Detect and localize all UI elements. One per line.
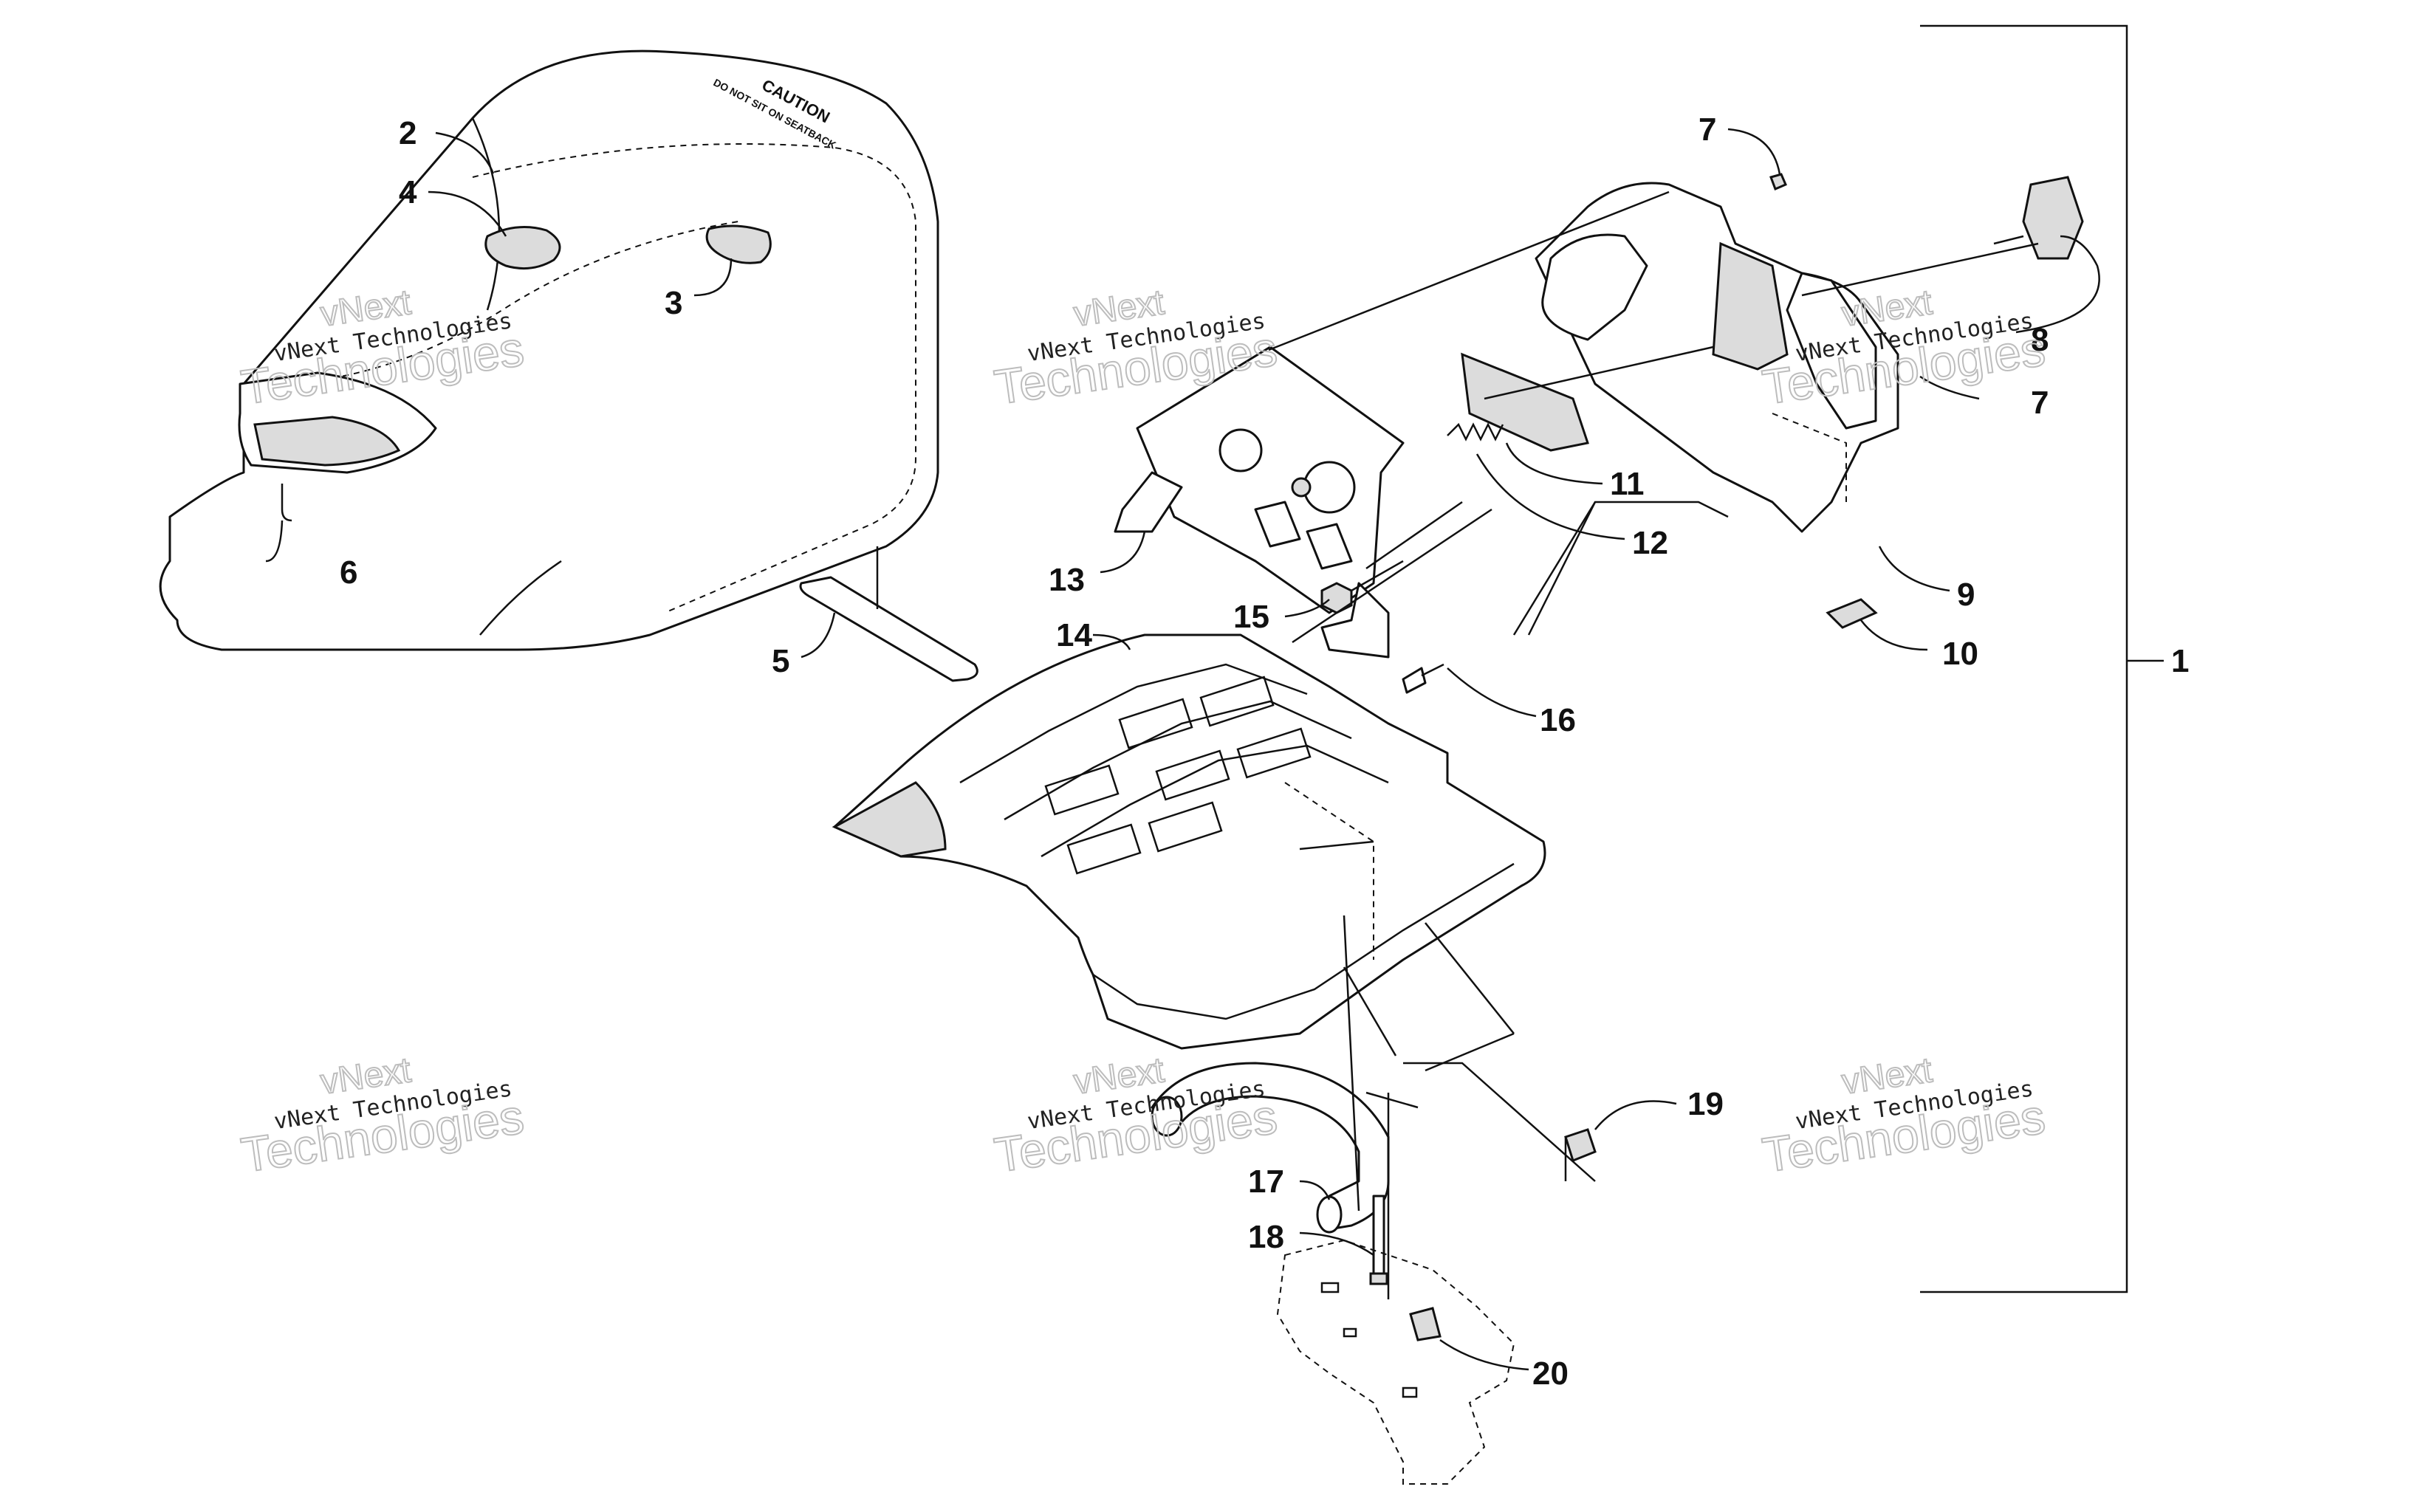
callout-12: 12: [1632, 525, 1668, 561]
bracket-nut: [1291, 477, 1312, 498]
callout-10: 10: [1942, 636, 1978, 672]
callout-19: 19: [1687, 1086, 1724, 1122]
seat-base-grid: [1044, 676, 1312, 875]
callout-2: 2: [399, 115, 417, 151]
assembly-bracket: [1920, 24, 2128, 1293]
callout-1: 1: [2171, 643, 2189, 679]
seat-base-pan: [832, 633, 1546, 1050]
callout-14: 14: [1056, 617, 1092, 653]
watermark-bottom-left: vNext vNext Technologies Technologies: [237, 1050, 528, 1183]
seat-stitch-line: [472, 143, 916, 614]
bracket-hole-left: [1218, 428, 1263, 472]
seat-bracket: [1114, 346, 1405, 659]
callout-20: 20: [1532, 1355, 1569, 1392]
callout-8: 8: [2031, 322, 2049, 358]
frame-clip-nut: [1409, 1307, 1442, 1341]
callout-3: 3: [665, 285, 682, 321]
screw-top: [1769, 173, 1787, 190]
flange-nut: [1320, 582, 1353, 614]
callout-9: 9: [1957, 577, 1975, 613]
callout-6: 6: [340, 554, 357, 591]
seatback-plate: [1461, 352, 1589, 452]
bracket-hole-right: [1303, 461, 1356, 514]
seat-cushion: [159, 49, 939, 651]
callout-7-top: 7: [1699, 111, 1716, 148]
seatback-assembly: [1535, 182, 1899, 533]
callout-leaders: [265, 128, 2100, 1371]
tube-bolt: [1369, 1195, 1388, 1285]
callout-11: 11: [1610, 466, 1645, 502]
bracket-leg: [1320, 582, 1390, 659]
callout-17: 17: [1248, 1164, 1284, 1200]
callout-5: 5: [772, 643, 789, 679]
seat-assembly: CAUTION DO NOT SIT ON SEATBACK: [159, 49, 939, 651]
seat-patch: [484, 226, 561, 270]
callout-4: 4: [399, 174, 417, 210]
callout-7-right: 7: [2031, 385, 2049, 421]
adjustment-knob: [1993, 176, 2084, 260]
seat-hook: [281, 484, 292, 522]
seat-strap: [799, 576, 978, 682]
seatback-clip: [1826, 598, 1878, 629]
callout-18: 18: [1248, 1219, 1284, 1255]
flange-bolt: [1564, 1128, 1597, 1162]
watermark-bottom-center: vNext vNext Technologies Technologies: [990, 1050, 1281, 1183]
seat-strap-tab: [705, 224, 772, 264]
bracket-foot: [1114, 471, 1183, 533]
callout-15: 15: [1233, 599, 1269, 635]
watermark-bottom-right: vNext vNext Technologies Technologies: [1758, 1050, 2049, 1183]
callout-16: 16: [1540, 702, 1576, 738]
latch-spring: [1447, 422, 1504, 441]
push-pin: [1402, 663, 1444, 694]
reference-lines: [1268, 190, 2039, 1299]
callout-13: 13: [1049, 562, 1085, 598]
frame-section: [1276, 1239, 1515, 1485]
